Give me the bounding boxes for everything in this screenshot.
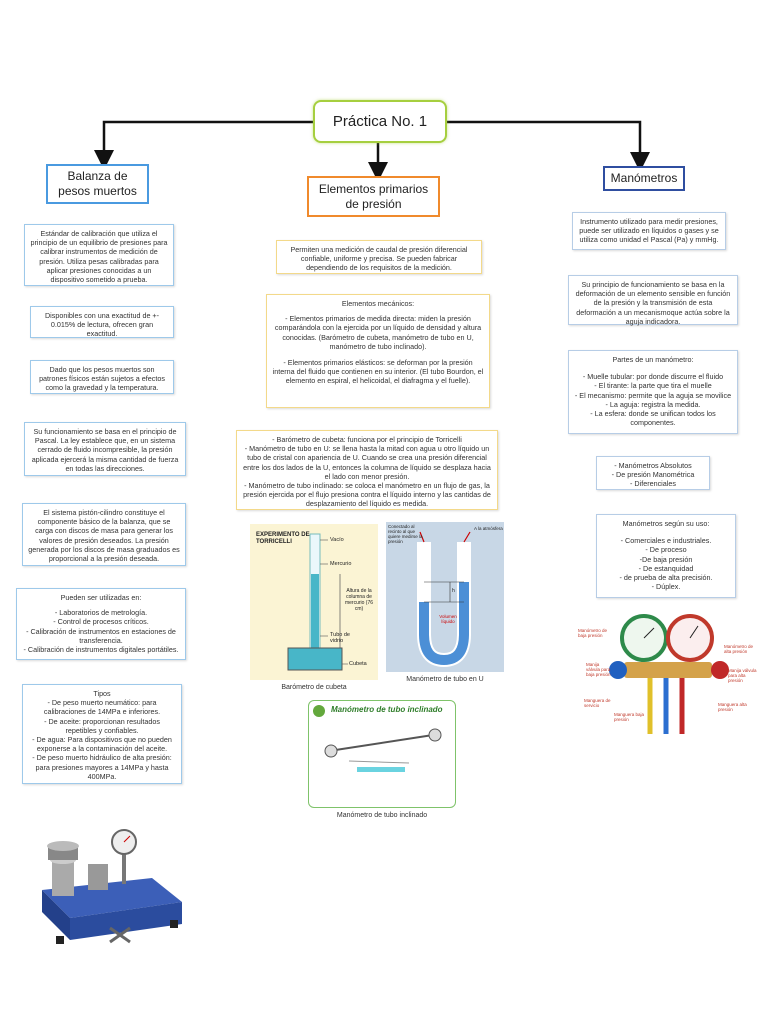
- types-heading: Tipos: [93, 689, 111, 698]
- manifold-label-low-hose: Manguera baja presión: [614, 712, 645, 722]
- inclined-caption: Manómetro de tubo inclinado: [336, 812, 428, 819]
- kind-item: - Diferenciales: [630, 479, 676, 489]
- note-balanza-types: Tipos - De peso muerto neumático: para c…: [22, 684, 182, 784]
- mech-heading: Elementos mecánicos:: [341, 299, 415, 308]
- torricelli-caption: Barómetro de cubeta: [281, 684, 347, 691]
- manifold-label-high-gauge: Manómetro de alta presión: [724, 644, 754, 654]
- deadweight-tester-image: [42, 829, 182, 944]
- u-tube-caption: Manómetro de tubo en U: [406, 676, 484, 683]
- uses-heading: Pueden ser utilizadas en:: [60, 593, 142, 602]
- parts-item: - Muelle tubular: por donde discurre el …: [582, 372, 724, 382]
- branch-elementos-label: Elementos primarios de presión: [318, 181, 429, 211]
- inclined-drawing: [324, 728, 442, 772]
- main-title: Práctica No. 1: [313, 100, 447, 143]
- types-item: - De agua: Para dispositivos que no pued…: [32, 735, 172, 754]
- u-tube-drawing: [417, 531, 471, 668]
- types-item: - De aceite: proporcionan resultados rep…: [44, 716, 160, 735]
- manifold-label-low-valve: Manija válvula para baja presión: [586, 662, 611, 677]
- kind-item: - De presión Manométrica: [611, 470, 695, 480]
- use-item: - Comerciales e industriales.: [620, 536, 712, 546]
- types-item: - De peso muerto hidráulico de alta pres…: [32, 753, 172, 781]
- u-tube-figure: Conectado al recinto al que quiere medir…: [386, 522, 504, 672]
- use-item: - De proceso: [645, 545, 687, 555]
- torricelli-drawing: [287, 533, 348, 671]
- use-item: - de prueba de alta precisión.: [619, 573, 713, 583]
- inclined-figure: Manómetro de tubo inclinado: [308, 700, 456, 808]
- parts-item: - La aguja: registra la medida.: [605, 399, 701, 409]
- note-manometros-tipos: - Manómetros Absolutos - De presión Mano…: [596, 456, 710, 490]
- u-tube-label-h: h: [452, 588, 455, 594]
- uses-item: - Calibración de instrumentos digitales …: [23, 645, 179, 655]
- note-balanza-5: El sistema pistón-cilindro constituye el…: [22, 503, 186, 566]
- types-item: - De peso muerto neumático: para calibra…: [43, 698, 161, 717]
- uses-item: - Control de procesos críticos.: [53, 617, 149, 627]
- note-balanza-1: Estándar de calibración que utiliza el p…: [24, 224, 174, 286]
- manifold-label-low-gauge: Manómetro de baja presión: [578, 628, 608, 638]
- torricelli-figure: EXPERIMENTO DE TORRICELLI Vacío Mercurio…: [250, 524, 378, 680]
- note-balanza-2: Disponibles con una exactitud de +- 0.01…: [30, 306, 174, 338]
- manifold-label-high-valve: Manija válvula para alta presión: [728, 668, 757, 683]
- manifold-drawing: [609, 614, 729, 734]
- note-balanza-4: Su funcionamiento se basa en el principi…: [24, 422, 186, 476]
- note-elementos-intro: Permiten una medición de caudal de presi…: [276, 240, 482, 274]
- note-manometros-2: Su principio de funcionamiento se basa e…: [568, 275, 738, 326]
- branch-elementos: Elementos primarios de presión: [307, 176, 440, 217]
- manifold-label-high-hose: Manguera alta presión: [718, 702, 747, 712]
- torricelli-label-cubeta: Cubeta: [349, 661, 367, 667]
- mech-direct: - Elementos primarios de medida directa:…: [274, 314, 482, 351]
- u-tube-label-recinto: Conectado al recinto al que quiere medir…: [388, 524, 423, 544]
- parts-item: - El tirante: la parte que tira el muell…: [594, 381, 712, 391]
- branch-balanza-label: Balanza de pesos muertos: [58, 169, 137, 198]
- torricelli-label-vacio: Vacío: [330, 537, 344, 543]
- manifold-gauge-image: Manómetro de baja presión Manómetro de a…: [578, 604, 758, 738]
- u-tube-label-volumen: Volumen líquido: [439, 614, 457, 624]
- inclined-badge-icon: [313, 705, 325, 717]
- detail-item: - Manómetro de tubo inclinado: se coloca…: [243, 481, 491, 509]
- note-manometros-1: Instrumento utilizado para medir presion…: [572, 212, 726, 250]
- kind-item: - Manómetros Absolutos: [614, 461, 692, 470]
- manifold-label-service: Manguera de servicio: [584, 698, 611, 708]
- torricelli-label-altura: Altura de la columna de mercurio (76 cm): [344, 588, 374, 612]
- use-item: - Dúplex.: [651, 582, 681, 592]
- note-elementos-detail: - Barómetro de cubeta: funciona por el p…: [236, 430, 498, 510]
- branch-balanza: Balanza de pesos muertos: [46, 164, 149, 204]
- note-balanza-3: Dado que los pesos muertos son patrones …: [30, 360, 174, 394]
- branch-manometros: Manómetros: [603, 166, 685, 191]
- use-item: - De estanquidad: [638, 563, 694, 573]
- note-manometros-uso: Manómetros según su uso: - Comerciales e…: [596, 514, 736, 598]
- use-heading: Manómetros según su uso:: [622, 519, 710, 528]
- torricelli-label-tubo: Tubo de vidrio: [330, 632, 350, 644]
- use-item: -De baja presión: [639, 554, 693, 564]
- detail-item: - Barómetro de cubeta: funciona por el p…: [272, 435, 462, 444]
- parts-item: - El mecanismo: permite que la aguja se …: [574, 390, 732, 400]
- branch-manometros-label: Manómetros: [610, 171, 678, 185]
- uses-item: - Laboratorios de metrología.: [54, 608, 148, 618]
- parts-item: - La esfera: donde se unifican todos los…: [590, 409, 716, 428]
- note-manometros-partes: Partes de un manómetro: - Muelle tubular…: [568, 350, 738, 434]
- parts-heading: Partes de un manómetro:: [612, 355, 694, 364]
- detail-item: - Manómetro de tubo en U: se llena hasta…: [243, 444, 491, 481]
- uses-item: - Calibración de instrumentos en estacio…: [26, 626, 176, 645]
- note-elementos-mecanicos: Elementos mecánicos: - Elementos primari…: [266, 294, 490, 408]
- inclined-header: Manómetro de tubo inclinado: [331, 705, 443, 714]
- torricelli-label-mercurio: Mercurio: [330, 561, 352, 567]
- u-tube-label-atmosfera: A la atmósfera: [474, 526, 503, 531]
- mech-elastic: - Elementos primarios elásticos: se defo…: [272, 358, 484, 386]
- torricelli-header: EXPERIMENTO DE TORRICELLI: [256, 532, 310, 545]
- main-title-text: Práctica No. 1: [332, 113, 428, 130]
- note-balanza-uses: Pueden ser utilizadas en: - Laboratorios…: [16, 588, 186, 660]
